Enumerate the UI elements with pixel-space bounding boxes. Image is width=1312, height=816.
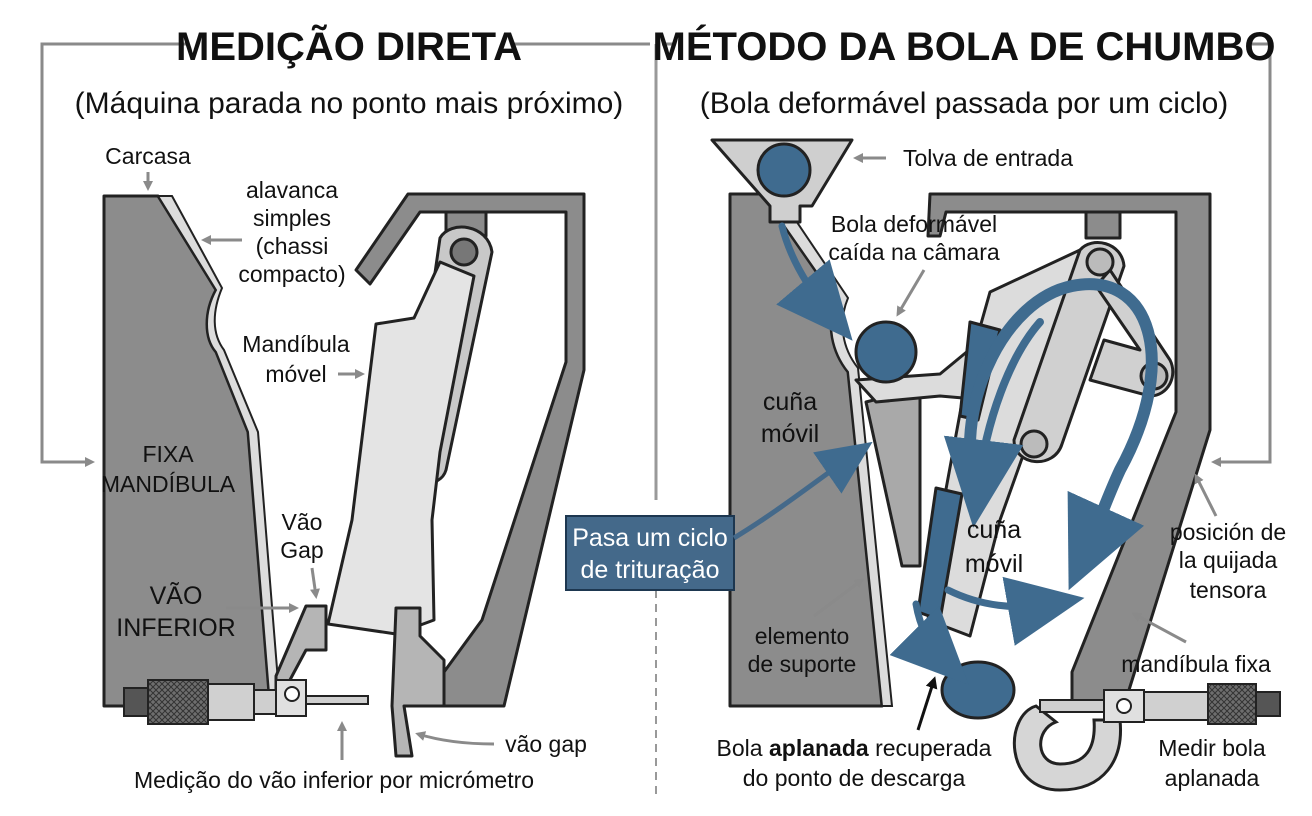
label-micrometer-caption: Medição do vão inferior por micrómetro bbox=[134, 767, 534, 793]
flow-arrow-discharge bbox=[889, 600, 969, 685]
arrow-support bbox=[813, 578, 865, 618]
frame-top-bar-r bbox=[1084, 210, 1122, 240]
cycle-callout-box bbox=[565, 515, 735, 591]
label-fixed-jaw-2: MANDÍBULA bbox=[101, 471, 236, 497]
label-hopper: Tolva de entrada bbox=[903, 145, 1073, 171]
label-wedge-left-2: móvil bbox=[761, 420, 819, 448]
label-lever-3: (chassi bbox=[256, 233, 329, 259]
label-fixed-jaw-1: FIXA bbox=[142, 441, 194, 467]
label-measure-2: aplanada bbox=[1165, 765, 1260, 791]
label-ball-dropped-1: Bola deformável bbox=[831, 211, 997, 237]
left-crusher bbox=[102, 192, 586, 758]
flattened-ball bbox=[940, 660, 1016, 720]
pivot-upper bbox=[449, 237, 479, 267]
label-wedge-right-2: móvil bbox=[965, 550, 1023, 578]
flow-arrow-right bbox=[944, 576, 1085, 646]
left-title: MEDIÇÃO DIRETA bbox=[176, 23, 522, 69]
label-wedge-left-1: cuña bbox=[763, 388, 817, 416]
label-recovered-2: do ponto de descarga bbox=[743, 765, 966, 791]
label-measure-1: Medir bola bbox=[1158, 735, 1266, 761]
arrow-tension bbox=[1194, 473, 1218, 517]
arrow-recovered bbox=[916, 676, 938, 731]
left-micrometer bbox=[123, 679, 369, 725]
label-fixed-jaw-r: mandíbula fixa bbox=[1121, 651, 1271, 677]
label-recovered-suffix: recuperada bbox=[869, 735, 992, 761]
label-gap-1: Vão bbox=[282, 509, 323, 535]
right-crusher bbox=[710, 138, 1281, 792]
right-bracket bbox=[1211, 42, 1272, 467]
label-recovered-prefix: Bola bbox=[717, 735, 769, 761]
arrow-gap-lower bbox=[415, 731, 495, 746]
left-subtitle: (Máquina parada no ponto mais próximo) bbox=[75, 87, 624, 120]
label-moving-jaw-1: Mandíbula bbox=[242, 331, 350, 357]
flow-arrow-hopper bbox=[776, 222, 853, 341]
label-lever-2: simples bbox=[253, 205, 331, 231]
dropped-ball bbox=[854, 320, 918, 384]
label-cycle-2: de trituração bbox=[581, 556, 720, 584]
arrow-fixed-jaw-r bbox=[1131, 612, 1187, 644]
label-recovered-bold: aplanada bbox=[769, 735, 869, 761]
label-lower-gap-2: INFERIOR bbox=[116, 614, 235, 642]
left-bracket bbox=[40, 42, 186, 467]
pivot-r-1 bbox=[1085, 247, 1115, 277]
hopper-ball bbox=[756, 142, 812, 198]
label-wedge-right-1: cuña bbox=[967, 516, 1021, 544]
label-support-1: elemento bbox=[755, 623, 850, 649]
right-frame bbox=[354, 192, 586, 708]
arrow-gap bbox=[310, 567, 320, 599]
right-micrometer bbox=[1013, 683, 1281, 792]
arrow-ball-dropped bbox=[896, 269, 926, 317]
pivot-r-3 bbox=[1019, 429, 1049, 459]
label-cycle-1: Pasa um ciclo bbox=[572, 524, 728, 552]
label-gap-2: Gap bbox=[280, 537, 323, 563]
right-subtitle: (Bola deformável passada por um ciclo) bbox=[700, 87, 1229, 120]
label-tension-3: tensora bbox=[1190, 577, 1267, 603]
label-lever-1: alavanca bbox=[246, 177, 338, 203]
label-gap-lower: vão gap bbox=[505, 731, 587, 757]
flow-arrow-left-down bbox=[943, 318, 1044, 528]
label-carcasa: Carcasa bbox=[105, 143, 191, 169]
label-lower-gap-1: VÃO bbox=[150, 581, 203, 610]
label-support-2: de suporte bbox=[748, 651, 857, 677]
moving-jaw-tip bbox=[390, 606, 446, 758]
flow-arrow-big-loop bbox=[964, 278, 1158, 591]
label-recovered-1: Bola aplanada recuperada bbox=[717, 735, 992, 761]
label-tension-1: posición de bbox=[1170, 519, 1286, 545]
arrow-cycle bbox=[732, 441, 873, 541]
label-lever-4: compacto) bbox=[238, 261, 345, 287]
label-tension-2: la quijada bbox=[1179, 547, 1278, 573]
right-title: MÉTODO DA BOLA DE CHUMBO bbox=[653, 24, 1276, 69]
label-moving-jaw-2: móvel bbox=[265, 361, 326, 387]
moving-jaw-plate bbox=[326, 260, 476, 636]
label-ball-dropped-2: caída na câmara bbox=[828, 239, 1000, 265]
